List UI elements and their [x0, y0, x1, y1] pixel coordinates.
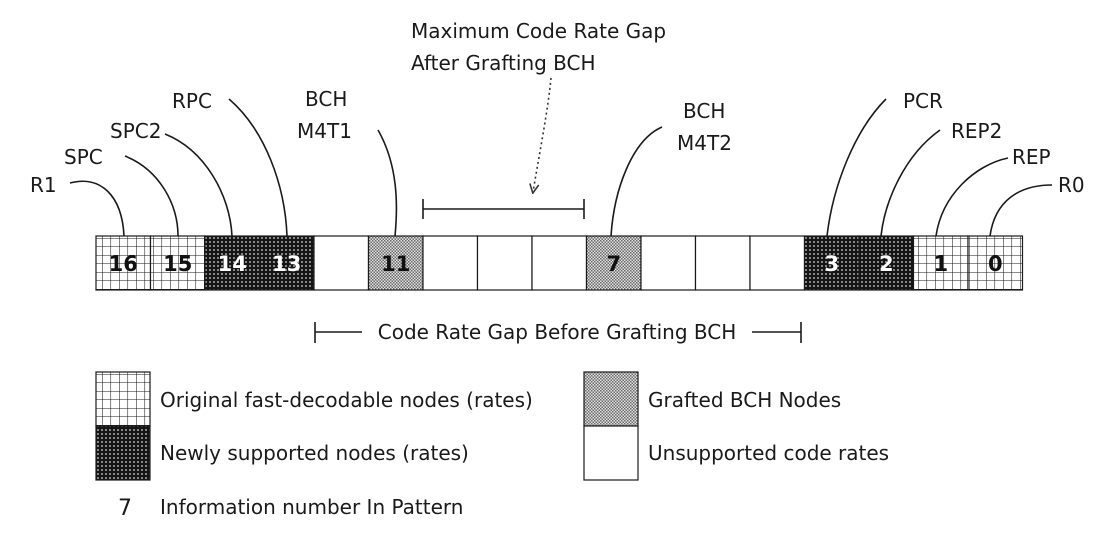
rate-cell-unsupported [749, 235, 806, 291]
legend-label-new: Newly supported nodes (rates) [160, 441, 469, 465]
legend-swatch-grafted [583, 371, 639, 427]
max-gap-title-line2: After Grafting BCH [411, 51, 596, 75]
rate-cell-number: 11 [381, 252, 410, 276]
label-spc: SPC [64, 145, 103, 169]
rate-cell-unsupported [422, 235, 479, 291]
rate-cell-number: 14 [218, 252, 247, 276]
rate-cell-grafted [585, 235, 642, 291]
label-r1: R1 [30, 173, 57, 197]
rate-cell-number: 1 [933, 252, 948, 276]
legend-label-grafted: Grafted BCH Nodes [648, 388, 841, 412]
rate-cell-original [912, 235, 969, 291]
label-r0: R0 [1058, 173, 1085, 197]
max-gap-title-line1: Maximum Code Rate Gap [411, 19, 666, 43]
label-bch-m4t2-line1: BCH [683, 99, 725, 123]
legend-label-number: Information number In Pattern [160, 495, 463, 519]
rate-cell-unsupported [640, 235, 697, 291]
leader-bch-m4t2 [610, 126, 663, 237]
rate-cell-unsupported [313, 235, 370, 291]
gap-before-label: Code Rate Gap Before Grafting BCH [378, 320, 737, 344]
rate-cells-row: 16 15 14 13 11 7 3 2 1 0 [95, 235, 1024, 291]
rate-cell-grafted [367, 235, 424, 291]
label-pcr: PCR [903, 89, 943, 113]
leader-rpc [228, 98, 288, 237]
leader-spc2 [164, 133, 233, 237]
legend-swatch-new [95, 425, 151, 481]
rate-cell-number: 15 [163, 252, 192, 276]
legend-swatch-original [95, 371, 151, 427]
leader-rep [935, 157, 1009, 237]
leader-pcr [826, 98, 887, 237]
leader-r1 [69, 180, 125, 237]
legend-label-original: Original fast-decodable nodes (rates) [160, 388, 533, 412]
rate-cell-number: 7 [606, 252, 621, 276]
label-bch-m4t1-line1: BCH [305, 87, 347, 111]
rate-cell-number: 2 [879, 252, 894, 276]
label-bch-m4t1-line2: M4T1 [297, 119, 352, 143]
label-bch-m4t2-line2: M4T2 [677, 131, 732, 155]
node-label-leaders [69, 98, 1053, 237]
legend-number-sample: 7 [118, 496, 132, 521]
rate-cell-new [858, 235, 915, 291]
leader-bch-m4t1 [377, 129, 398, 237]
rate-cell-original [967, 235, 1024, 291]
label-rpc: RPC [172, 89, 212, 113]
legend-label-unsupported: Unsupported code rates [648, 441, 889, 465]
leader-rep2 [880, 129, 941, 237]
max-gap-dotted-arrow [533, 77, 552, 192]
rate-cell-number: 3 [824, 252, 839, 276]
label-rep2: REP2 [951, 119, 1002, 143]
leader-spc [124, 155, 179, 237]
rate-cell-new [258, 235, 315, 291]
rate-cell-unsupported [694, 235, 751, 291]
rate-cell-new [204, 235, 261, 291]
rate-cell-unsupported [531, 235, 588, 291]
rate-cell-number: 0 [988, 252, 1003, 276]
gap-before-bracket [314, 322, 802, 343]
label-rep: REP [1012, 145, 1051, 169]
legend-swatch-unsupported [583, 425, 639, 481]
legend: Original fast-decodable nodes (rates) Ne… [95, 371, 889, 521]
rate-cell-original [95, 235, 152, 291]
rate-cell-number: 13 [272, 252, 301, 276]
max-gap-bracket [422, 199, 585, 219]
label-spc2: SPC2 [110, 119, 161, 143]
leader-r0 [989, 184, 1053, 237]
rate-cell-number: 16 [109, 252, 138, 276]
rate-cell-unsupported [476, 235, 533, 291]
